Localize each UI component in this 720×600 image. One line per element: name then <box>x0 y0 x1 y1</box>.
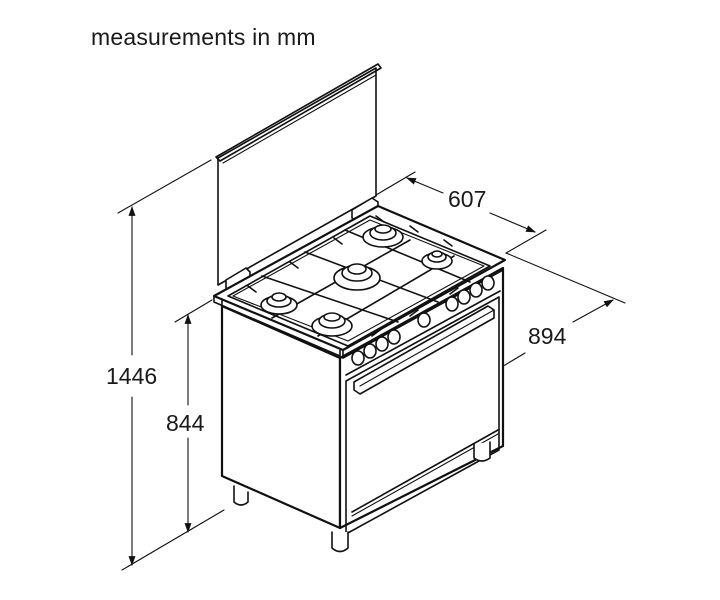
burner-center <box>333 263 381 291</box>
burner-front <box>311 312 353 337</box>
depth-dimension-label: 894 <box>526 323 569 349</box>
burner-back-right <box>421 250 453 270</box>
total-height-dimension-label: 1446 <box>104 363 160 389</box>
height-dimension-label: 844 <box>164 410 207 436</box>
control-knobs <box>351 275 495 366</box>
measurements-unit-label: measurements in mm <box>91 24 316 50</box>
width-dimension-label: 607 <box>446 186 489 212</box>
burner-back <box>362 224 404 248</box>
burner-front-left <box>260 292 298 315</box>
burners <box>260 224 453 337</box>
